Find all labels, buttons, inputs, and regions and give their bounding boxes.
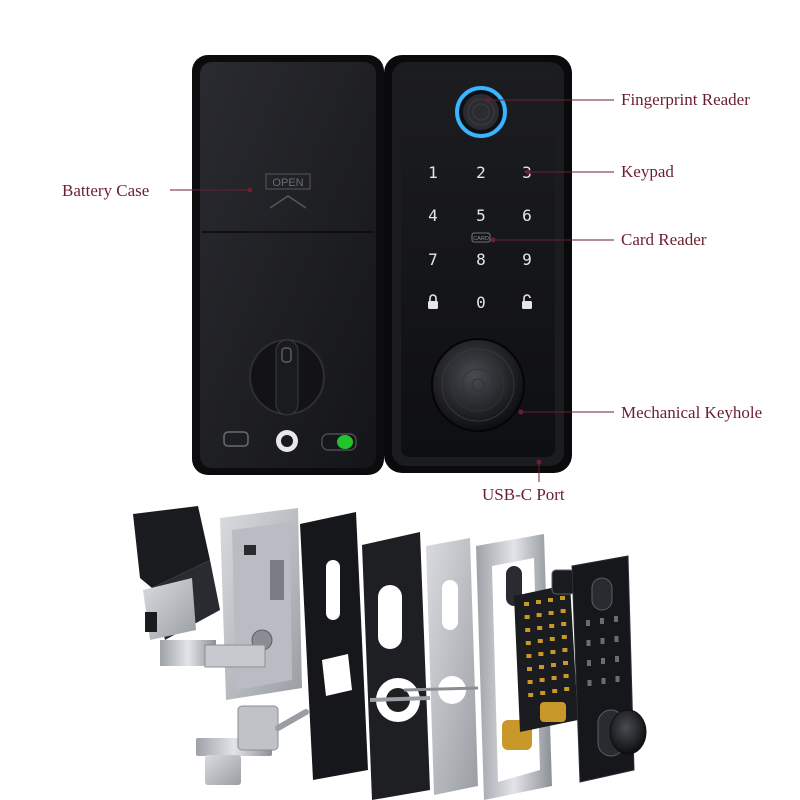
- mechanical-keyhole-label: Mechanical Keyhole: [621, 403, 763, 422]
- pcb-pad: [537, 626, 543, 630]
- exploded-latch-bolt: [196, 705, 309, 785]
- pcb-pad: [524, 615, 530, 619]
- glass-key-mark: [586, 640, 591, 646]
- glass-key-mark: [615, 676, 620, 682]
- exploded-door-plate: [403, 538, 479, 795]
- keypad-key-2[interactable]: 2: [476, 163, 486, 182]
- exterior-unit: 1234567890 CARD: [384, 55, 572, 473]
- pcb-pad: [561, 622, 567, 626]
- exploded-interior-chassis: [204, 508, 302, 700]
- battery-cover-text: OPEN: [272, 177, 303, 189]
- pcb-pad: [537, 639, 543, 643]
- pcb-pad: [551, 663, 556, 667]
- exploded-mounting-plate: [362, 532, 431, 800]
- fingerprint-reader[interactable]: [455, 86, 507, 138]
- exploded-gasket: [300, 512, 368, 780]
- glass-key-mark: [614, 636, 619, 642]
- keypad-key-1[interactable]: 1: [428, 163, 438, 182]
- status-led: [337, 435, 353, 449]
- pcb-pad: [524, 602, 529, 606]
- pcb-pad: [560, 596, 565, 600]
- pcb-pad: [527, 680, 533, 684]
- fingerprint-reader-label: Fingerprint Reader: [621, 90, 750, 109]
- exploded-circuit-board: [514, 569, 578, 732]
- exploded-brass-cylinder: [540, 706, 564, 720]
- chevron-up-icon: [269, 195, 307, 209]
- pcb-pad: [540, 691, 546, 695]
- pcb-pad: [528, 693, 534, 697]
- mechanical-keyhole-knob[interactable]: [431, 338, 525, 432]
- pcb-pad: [526, 654, 532, 658]
- pcb-pad: [563, 674, 569, 678]
- pcb-pad: [548, 598, 553, 602]
- card-reader-text: CARD: [473, 236, 489, 242]
- card-reader-label: Card Reader: [621, 230, 707, 249]
- glass-key-mark: [614, 616, 618, 622]
- keypad-key-unlock-icon[interactable]: [522, 294, 532, 309]
- pcb-pad: [550, 650, 556, 654]
- usb-c-port-label: USB-C Port: [482, 485, 565, 504]
- keypad-key-8[interactable]: 8: [476, 250, 486, 269]
- keypad-key-6[interactable]: 6: [522, 206, 532, 225]
- glass-key-mark: [615, 656, 619, 662]
- pcb-pad: [551, 676, 557, 680]
- exploded-knob-cap: [609, 709, 647, 755]
- glass-key-mark: [587, 660, 591, 666]
- interior-unit: OPEN: [192, 55, 384, 475]
- pcb-pad: [525, 641, 531, 645]
- interior-button-left[interactable]: [223, 431, 249, 447]
- pcb-pad: [563, 661, 568, 665]
- pcb-pad: [538, 652, 544, 656]
- glass-key-mark: [601, 678, 606, 684]
- leader-lines: [170, 97, 614, 482]
- pcb-pad: [525, 628, 531, 632]
- glass-key-mark: [587, 680, 592, 686]
- pcb-pad: [536, 600, 541, 604]
- pcb-pad: [560, 609, 566, 613]
- battery-case-label: Battery Case: [62, 181, 150, 200]
- pcb-pad: [548, 611, 554, 615]
- exploded-view: [133, 506, 647, 800]
- keypad-label: Keypad: [621, 162, 674, 181]
- keypad-key-lock-icon[interactable]: [428, 294, 438, 309]
- interior-unit-body: [200, 62, 376, 468]
- keypad-key-0[interactable]: 0: [476, 293, 486, 312]
- keypad-key-7[interactable]: 7: [428, 250, 438, 269]
- glass-key-mark: [601, 658, 605, 664]
- glass-key-mark: [600, 638, 605, 644]
- pcb-pad: [549, 637, 555, 641]
- pcb-pad: [539, 678, 545, 682]
- pcb-pad: [564, 687, 570, 691]
- glass-key-mark: [586, 620, 590, 626]
- pcb-pad: [527, 667, 532, 671]
- pcb-pad: [549, 624, 555, 628]
- thumb-turn[interactable]: [249, 339, 325, 416]
- keypad-key-4[interactable]: 4: [428, 206, 438, 225]
- glass-key-mark: [600, 618, 604, 624]
- pcb-pad: [562, 648, 568, 652]
- keypad-key-5[interactable]: 5: [476, 206, 486, 225]
- keypad-key-9[interactable]: 9: [522, 250, 532, 269]
- card-reader-badge[interactable]: CARD: [471, 232, 491, 243]
- exploded-battery-box: [133, 506, 220, 666]
- pcb-pad: [552, 689, 558, 693]
- keypad: 1234567890: [428, 163, 532, 312]
- battery-cover-open-marking: OPEN: [265, 173, 311, 209]
- pcb-pad: [536, 613, 542, 617]
- pcb-pad: [539, 665, 544, 669]
- pcb-pad: [561, 635, 567, 639]
